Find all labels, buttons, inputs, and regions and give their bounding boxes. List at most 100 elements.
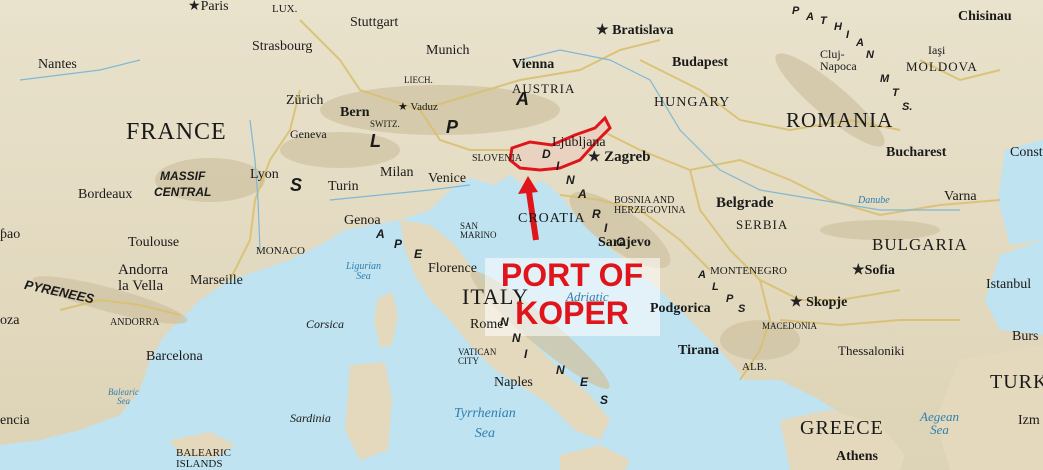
label-vienna: Vienna (512, 57, 555, 72)
label-bulgaria: BULGARIA (872, 235, 968, 254)
label-lux: LUX. (272, 3, 298, 15)
label-tyrrhenian: Tyrrhenian Sea (454, 406, 516, 441)
carpathian-letter: S. (902, 101, 913, 113)
dinaric-alps-letter: L (712, 281, 719, 293)
label-strasbourg: Strasbourg (252, 39, 313, 54)
label-toulouse: Toulouse (128, 235, 180, 250)
label-zagreb: ★ Zagreb (588, 149, 651, 165)
label-stuttgart: Stuttgart (350, 15, 399, 30)
label-adriatic: Adriatic (566, 289, 609, 304)
label-liech: LIECH. (404, 75, 433, 85)
carpathian-letter: N (866, 49, 874, 61)
callout-line-2: KOPER (515, 295, 629, 331)
carpathian-letter: I (846, 29, 850, 41)
label-vatican: VATICAN CITY (458, 347, 497, 366)
label-switz: SWITZ. (370, 119, 400, 129)
label-thessaloniki: Thessaloniki (838, 343, 905, 358)
label-naples: Naples (494, 375, 533, 390)
label-barcelona: Barcelona (146, 349, 203, 364)
label-bucharest: Bucharest (886, 145, 947, 160)
dinaric-alps-letter: P (726, 293, 734, 305)
label-budapest: Budapest (672, 55, 729, 70)
carpathian-letter: P (792, 5, 800, 17)
label-nantes: Nantes (38, 57, 77, 72)
label-monaco: MONACO (256, 245, 305, 257)
label-massif: MASSIF (160, 169, 206, 183)
label-istanbul: Istanbul (986, 277, 1032, 292)
carpathian-letter: H (834, 21, 842, 33)
dinaric-letter: N (566, 173, 575, 187)
apennine-letter: S (600, 393, 609, 407)
label-sardinia: Sardinia (290, 411, 331, 425)
apennine-letter: E (580, 375, 589, 389)
label-croatia: CROATIA (518, 211, 586, 226)
label-vaduz: ★ Vaduz (398, 101, 438, 113)
label-bosnia: BOSNIA AND HERZEGOVINA (614, 195, 686, 216)
label-burs: Burs (1012, 329, 1039, 344)
label-sofia: ★Sofia (852, 263, 895, 278)
label-macedonia: MACEDONIA (762, 321, 817, 331)
label-milan: Milan (380, 165, 414, 180)
label-geneva: Geneva (290, 127, 327, 141)
label-montenegro: MONTENEGRO (710, 265, 787, 277)
label-ljubljana: Ljubljana (552, 135, 606, 150)
label-france: FRANCE (126, 119, 227, 145)
carpathian-letter: T (820, 15, 827, 27)
label-iasi: Iaşi (928, 43, 946, 57)
apennine-letter: N (500, 315, 509, 329)
label-cluj: Cluj- Napoca (820, 47, 857, 73)
label-balearic-sea: Balearic Sea (108, 387, 139, 406)
label-bratislava: ★ Bratislava (596, 23, 674, 38)
label-athens: Athens (836, 449, 879, 464)
label-venice: Venice (428, 171, 467, 186)
label-varna: Varna (944, 189, 977, 204)
label-lyon: Lyon (250, 167, 279, 182)
koper-arrow (518, 176, 539, 241)
label-sanmarino: SAN MARINO (460, 221, 497, 240)
label-podgorica: Podgorica (650, 301, 711, 316)
label-ligurian: Ligurian Sea (346, 261, 382, 282)
label-bordeaux: Bordeaux (78, 187, 133, 202)
label-alb: ALB. (742, 361, 767, 373)
apennine-letter: N (512, 331, 521, 345)
label-serbia: SERBIA (736, 217, 789, 232)
alps-letter: L (370, 131, 381, 151)
label-balearic-islands: BALEARIC ISLANDS (176, 447, 231, 470)
label-aegean: Aegean Sea (920, 409, 959, 437)
carpathian-letter: T (892, 87, 899, 99)
label-paris: ★Paris (188, 0, 229, 14)
label-bern: Bern (340, 105, 370, 120)
alps-letter: S (290, 175, 303, 195)
land-sardinia (345, 362, 392, 460)
label-central: CENTRAL (154, 185, 212, 199)
label-const: Const (1010, 145, 1043, 160)
label-skopje: ★ Skopje (790, 295, 848, 310)
alps-letter: P (446, 117, 459, 137)
label-romania: ROMANIA (786, 108, 894, 132)
label-pao: ƥao (0, 227, 21, 242)
apennine-letter: I (524, 347, 528, 361)
apennine-letter: P (394, 237, 403, 251)
label-austria: AUSTRIA (512, 81, 576, 96)
label-izm: Izm (1018, 413, 1040, 428)
alps-letter: A (516, 89, 529, 109)
label-turk: TURK (990, 371, 1043, 393)
label-corsica: Corsica (306, 317, 345, 331)
apennine-letter: A (376, 227, 385, 241)
label-encia: encia (0, 413, 30, 428)
label-greece: GREECE (800, 417, 884, 439)
dinaric-alps-letter: S (738, 303, 746, 315)
label-rome: Rome (470, 317, 504, 332)
slovenia-outline (508, 115, 612, 172)
label-belgrade: Belgrade (716, 195, 774, 211)
label-florence: Florence (428, 261, 477, 276)
label-danube: Danube (858, 195, 890, 206)
carpathian-letter: A (856, 37, 864, 49)
carpathian-letter: M (880, 73, 890, 85)
label-moldova: MOLDOVA (906, 59, 978, 74)
label-genoa: Genoa (344, 213, 381, 228)
land-corsica (374, 292, 398, 348)
label-tirana: Tirana (678, 343, 719, 358)
